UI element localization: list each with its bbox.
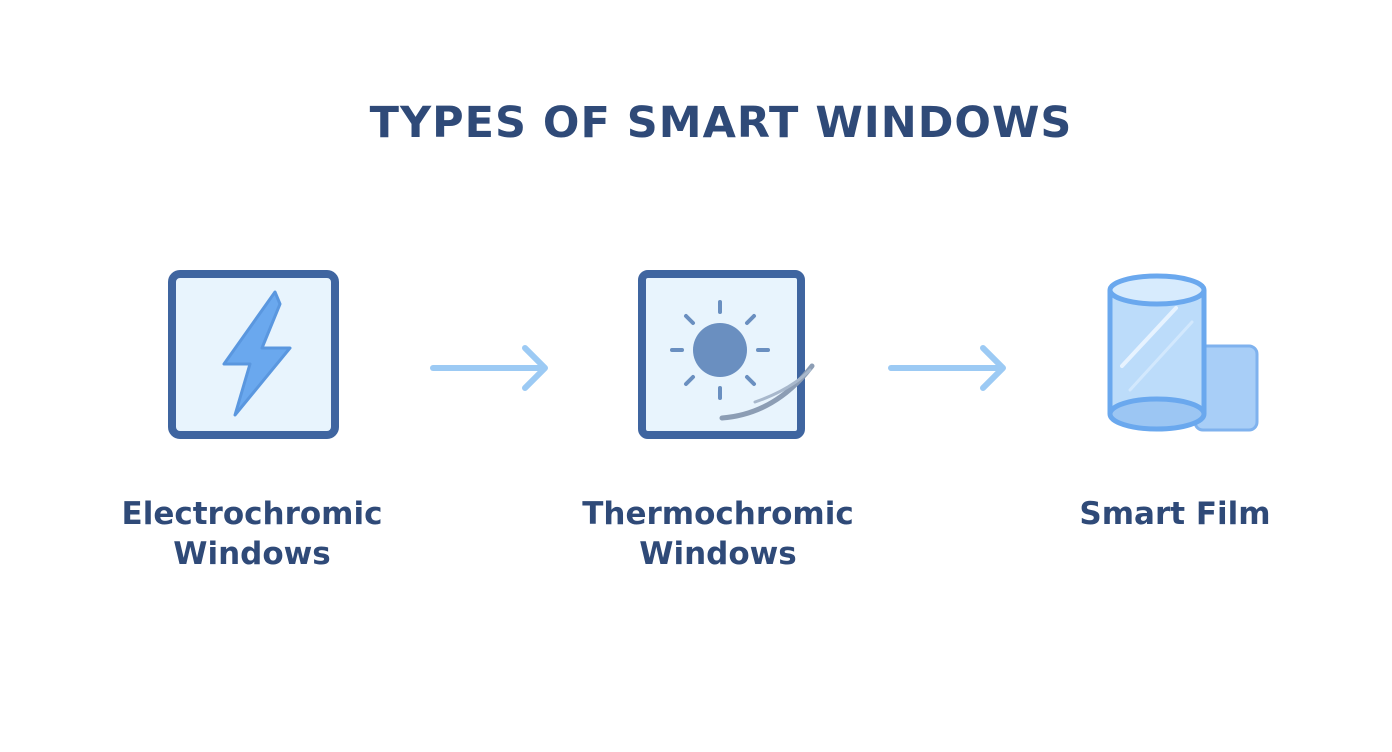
label-line-2: Windows: [173, 536, 331, 572]
label-line-1: Thermochromic: [582, 496, 854, 532]
item-label-smart-film: Smart Film: [1005, 494, 1345, 534]
item-label-thermochromic: Thermochromic Windows: [548, 494, 888, 574]
sun-window-icon: [638, 270, 815, 439]
label-line-1: Electrochromic: [121, 496, 383, 532]
film-roll-icon: [1107, 273, 1259, 432]
item-label-electrochromic: Electrochromic Windows: [82, 494, 422, 574]
arrow-right-icon: [430, 345, 548, 391]
label-line-2: Windows: [639, 536, 797, 572]
lightning-window-icon: [168, 270, 339, 439]
label-line-1: Smart Film: [1079, 496, 1271, 532]
arrow-right-icon: [888, 345, 1006, 391]
page-title: TYPES OF SMART WINDOWS: [369, 98, 1073, 148]
